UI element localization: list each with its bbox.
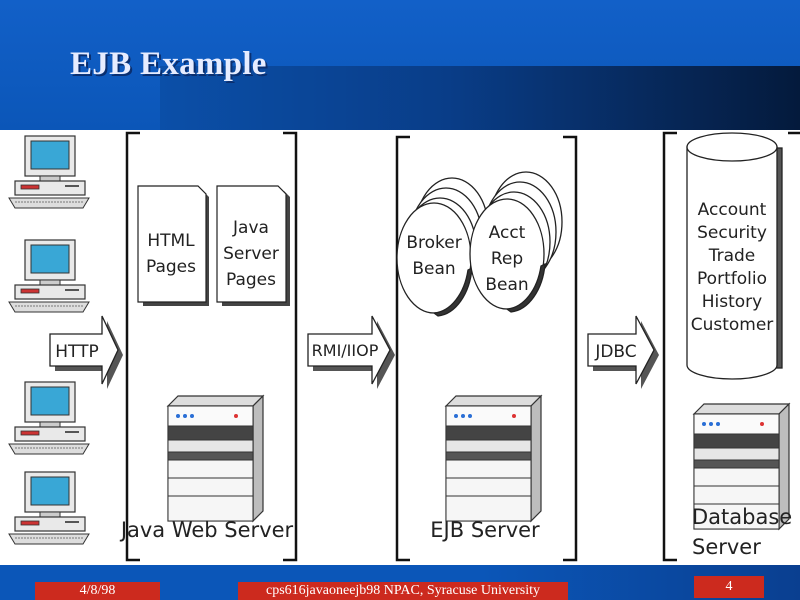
client-computer-icon — [8, 381, 90, 455]
db-table-security: Security — [697, 223, 767, 243]
html-pages-label-2: Pages — [146, 257, 196, 277]
java-server-pages-document: Java Server Pages — [216, 185, 290, 306]
ejb-server-label: EJB Server — [430, 518, 540, 542]
jdbc-arrow: JDBC — [587, 315, 659, 389]
client-computer-icon — [8, 135, 90, 209]
database-tier-bracket — [662, 131, 800, 562]
http-arrow: HTTP — [49, 315, 123, 389]
jdbc-label: JDBC — [594, 342, 636, 362]
ejb-server-tier-bracket — [395, 135, 578, 562]
rmi-iiop-arrow: RMI/IIOP — [307, 315, 395, 389]
java-web-server-label: Java Web Server — [119, 518, 294, 542]
java-server-pages-label-1: Java — [232, 218, 269, 238]
broker-bean-label-2: Bean — [412, 259, 455, 279]
acct-rep-bean-label-2: Rep — [491, 249, 523, 269]
svg-text:HTML: HTML — [147, 231, 195, 251]
title-bar-shade — [160, 66, 800, 130]
broker-bean-icon — [396, 177, 489, 317]
acct-rep-bean-label-3: Bean — [485, 275, 528, 295]
database-cylinder-icon — [686, 132, 783, 380]
db-table-customer: Customer — [691, 315, 774, 335]
db-table-history: History — [702, 292, 762, 312]
footer-course-info: cps616javaoneejb98 NPAC, Syracuse Univer… — [238, 582, 568, 600]
web-server-tier-bracket — [125, 131, 298, 562]
ejb-server-icon — [445, 395, 542, 522]
html-pages-label-1: HTML — [147, 231, 195, 251]
acct-rep-bean-icon — [469, 171, 563, 313]
client-computer-icon — [8, 471, 90, 545]
slide-title: EJB Example — [70, 46, 267, 82]
acct-rep-bean-label-1: Acct — [489, 223, 526, 243]
html-pages-document: HTML Pages — [137, 185, 209, 306]
footer-date: 4/8/98 — [35, 582, 160, 600]
db-table-account: Account — [698, 200, 767, 220]
java-server-pages-label-2: Server — [223, 244, 279, 264]
svg-text:Pages: Pages — [146, 257, 196, 277]
database-server-label-1: Database — [692, 505, 792, 529]
java-server-pages-label-3: Pages — [226, 270, 276, 290]
db-table-portfolio: Portfolio — [697, 269, 767, 289]
java-web-server-icon — [167, 395, 264, 522]
diagram: HTML Pages Java Server Pages HTTP — [0, 130, 800, 565]
broker-bean-label-1: Broker — [406, 233, 461, 253]
title-bar: EJB Example — [0, 0, 800, 130]
http-label: HTTP — [55, 342, 99, 362]
slide-page-number: 4 — [694, 576, 764, 598]
rmi-iiop-label: RMI/IIOP — [312, 341, 379, 360]
db-table-trade: Trade — [708, 246, 756, 266]
client-computer-icon — [8, 239, 90, 313]
database-server-label-2: Server — [692, 535, 761, 559]
